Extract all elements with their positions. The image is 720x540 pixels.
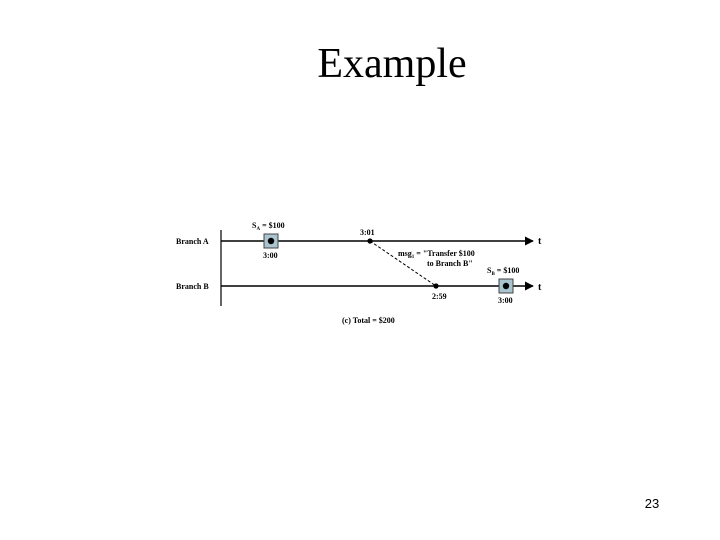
time-diagram-figure: Branch A t Branch B t SA = $100 3:00 3:0…	[168, 210, 568, 340]
state-b-time: 3:00	[498, 296, 513, 305]
message-arrow	[369, 240, 437, 287]
message-label-line2: to Branch B"	[427, 259, 473, 268]
send-time-label: 3:01	[360, 228, 375, 237]
slide-title: Example	[317, 41, 467, 87]
state-b-label: SB = $100	[487, 266, 519, 277]
receive-event-dot	[433, 283, 439, 289]
branch-a-label: Branch A	[176, 237, 209, 246]
branch-b-label: Branch B	[176, 282, 209, 291]
receive-time-label: 2:59	[432, 292, 447, 301]
figure-caption: (c) Total = $200	[342, 316, 395, 325]
page-number: 23	[644, 496, 660, 511]
state-a-time: 3:00	[263, 251, 278, 260]
branch-a-axis-label: t	[538, 236, 542, 247]
time-diagram: Branch A t Branch B t SA = $100 3:00 3:0…	[176, 221, 542, 325]
branch-b-axis-label: t	[538, 282, 542, 293]
state-a-event-dot	[267, 237, 275, 245]
state-b-event-dot	[502, 282, 510, 290]
message-label-line1: msg1 = "Transfer $100	[398, 249, 475, 260]
state-a-label: SA = $100	[252, 221, 285, 232]
